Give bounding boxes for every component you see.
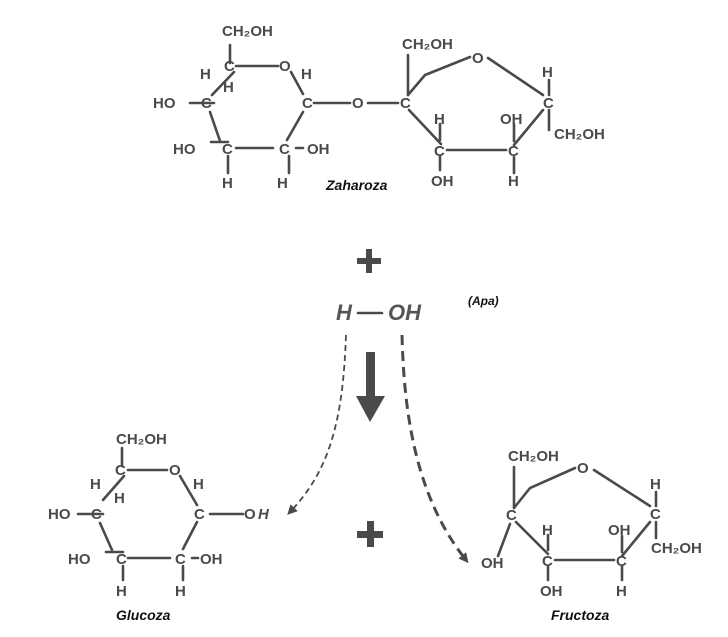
sucrose-h-c3: H (222, 175, 233, 192)
fructose-c5: C (650, 506, 661, 523)
water-hydrogen: H (336, 300, 353, 325)
glucose-oh-c1-o: O (244, 506, 256, 523)
sucrose-molecule: CH₂OH O C H H C HO H C O HO C H C OH H C… (153, 23, 605, 193)
sucrose-ring-oxygen-2: O (472, 50, 484, 67)
sucrose-ch2oh-top-right: CH₂OH (402, 36, 453, 53)
sucrose-ho-c4: HO (153, 95, 176, 112)
fructose-ch2oh-c1: CH₂OH (508, 448, 559, 465)
sucrose-c4f: C (508, 143, 519, 160)
fructose-c3: C (542, 553, 553, 570)
glucose-h-c1: H (193, 476, 204, 493)
dashed-arrow-to-fructose (400, 334, 469, 564)
sucrose-ring-oxygen-1: O (279, 58, 291, 75)
sucrose-ho-c3: HO (173, 141, 196, 158)
sucrose-ch2oh-top-left: CH₂OH (222, 23, 273, 40)
fructose-oh-c2: OH (481, 555, 504, 572)
plus-sign-bottom (357, 521, 383, 547)
fructose-c4: C (616, 553, 627, 570)
sucrose-c5: C (224, 58, 235, 75)
sucrose-ch2oh-c5f: CH₂OH (554, 126, 605, 143)
plus-sign-top (357, 249, 381, 273)
glucose-ho-c4: HO (48, 506, 71, 523)
glucose-h-c4: H (90, 476, 101, 493)
dashed-arrow-to-glucose (287, 334, 347, 515)
fructose-h-c5: H (650, 476, 661, 493)
water-label: (Apa) (468, 294, 499, 308)
water-hydroxyl: OH (388, 300, 422, 325)
sucrose-c3f: C (434, 143, 445, 160)
fructose-molecule: CH₂OH O C OH H C OH OH C H H C CH₂OH Fru… (481, 448, 702, 623)
glucose-caption: Glucoza (116, 607, 171, 623)
sucrose-glycosidic-oxygen: O (352, 95, 364, 112)
sucrose-h-c2: H (277, 175, 288, 192)
glucose-c4: C (91, 506, 102, 523)
sucrose-c2-fructose: C (400, 95, 411, 112)
sucrose-caption: Zaharoza (325, 177, 388, 193)
glucose-h-c3: H (116, 583, 127, 600)
sucrose-c2: C (279, 141, 290, 158)
glucose-h-c2: H (175, 583, 186, 600)
sucrose-h-c5f: H (542, 64, 553, 81)
sucrose-oh-c4f: OH (500, 111, 523, 128)
glucose-c2: C (175, 551, 186, 568)
sucrose-c1: C (302, 95, 313, 112)
fructose-h-c4: H (616, 583, 627, 600)
sucrose-c4: C (201, 95, 212, 112)
glucose-h-c5: H (114, 490, 125, 507)
sucrose-oh-c2: OH (307, 141, 330, 158)
sucrose-h-c1: H (301, 66, 312, 83)
sucrose-h-c3f: H (434, 111, 445, 128)
fructose-c2: C (506, 507, 517, 524)
sucrose-h-c4f: H (508, 173, 519, 190)
fructose-ch2oh-c6: CH₂OH (651, 540, 702, 557)
sucrose-h-c4: H (200, 66, 211, 83)
sucrose-c3: C (222, 141, 233, 158)
sucrose-h-c5: H (223, 79, 234, 96)
glucose-oh-c2: OH (200, 551, 223, 568)
fructose-ring-oxygen: O (577, 460, 589, 477)
glucose-c1: C (194, 506, 205, 523)
water-molecule: H OH (Apa) (336, 294, 499, 325)
fructose-h-c3: H (542, 522, 553, 539)
fructose-oh-c4: OH (608, 522, 631, 539)
glucose-ch2oh: CH₂OH (116, 431, 167, 448)
glucose-c3: C (116, 551, 127, 568)
glucose-ho-c3: HO (68, 551, 91, 568)
glucose-oh-c1-h: H (258, 506, 270, 523)
glucose-molecule: CH₂OH C H O H C HO H C O H HO C H C OH H… (48, 431, 270, 623)
sucrose-c5f: C (543, 95, 554, 112)
fructose-caption: Fructoza (551, 607, 610, 623)
glucose-c5: C (115, 462, 126, 479)
reaction-arrow (356, 352, 385, 422)
sucrose-oh-c3f: OH (431, 173, 454, 190)
fructose-oh-c3: OH (540, 583, 563, 600)
glucose-ring-oxygen: O (169, 462, 181, 479)
